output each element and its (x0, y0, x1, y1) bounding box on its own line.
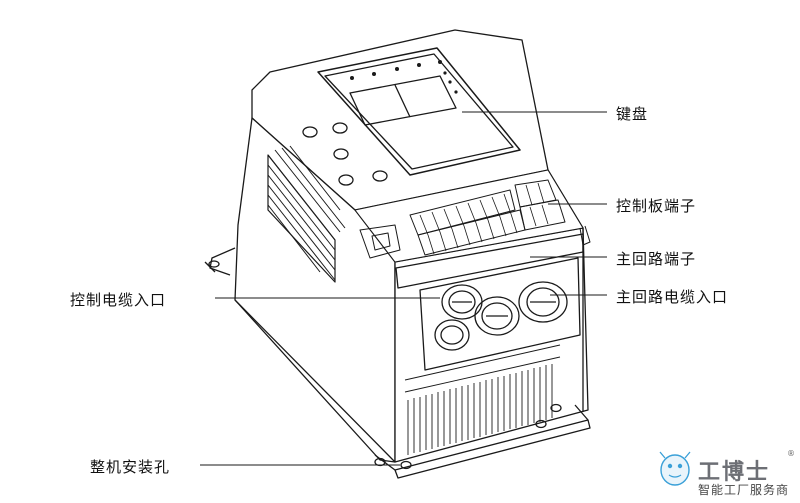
brand-logo-subtitle: 智能工厂服务商 (698, 483, 790, 497)
main-cable-gland-2 (474, 296, 520, 336)
control-board-terminals (354, 169, 591, 263)
label-mounting-hole: 整机安装孔 (90, 458, 171, 476)
main-cable-gland-3 (518, 281, 568, 323)
brand-logo-title: 工博士 (698, 459, 771, 485)
label-main-circuit-cable-entry: 主回路电缆入口 (616, 288, 729, 306)
mounting-holes (374, 403, 562, 470)
cable-entry-panel (395, 233, 584, 371)
keypad-panel (317, 47, 521, 176)
control-cable-gland (434, 319, 470, 351)
brand-mascot-icon (659, 451, 691, 486)
label-keypad: 键盘 (616, 105, 649, 123)
label-control-board-terminal: 控制板端子 (616, 197, 697, 215)
side-vent (267, 145, 346, 283)
label-control-cable-entry: 控制电缆入口 (70, 291, 167, 309)
front-vent (404, 344, 561, 455)
label-main-circuit-terminal: 主回路端子 (616, 250, 697, 268)
lid-screw-holes (302, 122, 388, 186)
brand-registered-mark: ® (787, 449, 795, 458)
